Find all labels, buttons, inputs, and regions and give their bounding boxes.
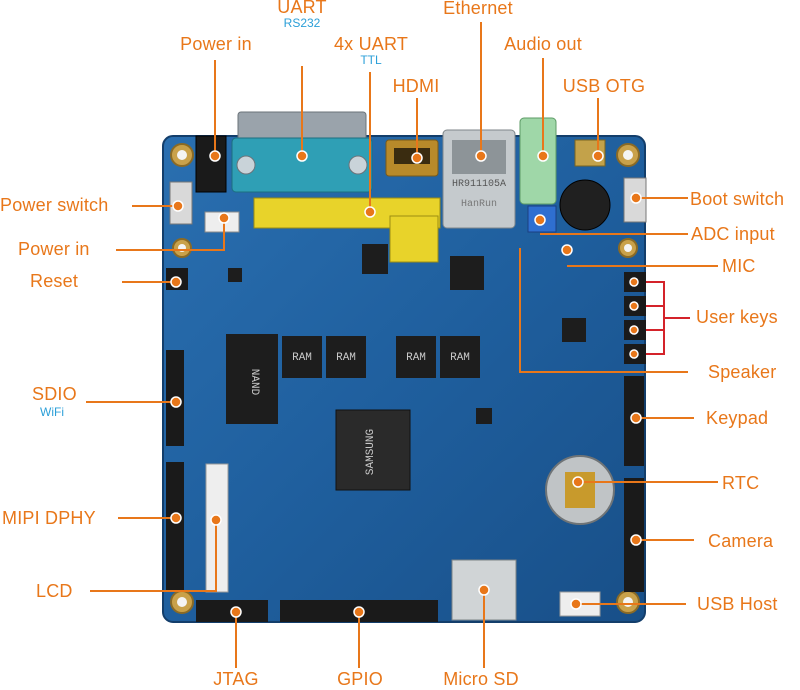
ethernet-label: Ethernet [443,0,513,18]
rtc-label: RTC [722,473,760,493]
gpio-label: GPIO [337,669,383,689]
soc-chip [335,409,411,491]
jtag-label: JTAG [213,669,259,689]
usb-otg-label: USB OTG [562,76,646,96]
soc-label: SAMSUNG [365,429,377,475]
hdmi-label: HDMI [392,76,440,96]
eth-brand-label: HanRun [461,199,497,210]
ram-label: RAM [292,352,312,364]
camera-label: Camera [708,531,774,551]
power-in-left-label: Power in [18,239,90,259]
uart4x-label: 4x UART [333,34,409,54]
sdio-sub-label: WiFi [40,405,64,419]
eth-module-label: HR911105A [452,179,506,190]
mipi-dphy-label: MIPI DPHY [2,508,96,528]
adc-input-label: ADC input [691,224,775,244]
power-jack [195,135,227,193]
micro-sd-label: Micro SD [443,669,519,689]
ram-label: RAM [450,352,470,364]
ram-chips: RAM RAM RAM RAM [282,336,480,378]
sdio-label: SDIO [32,384,77,404]
audio-jack [519,117,557,205]
mipi-header [166,462,184,590]
user-keys-label: User keys [696,307,778,327]
mic-label: MIC [722,256,756,276]
audio-out-label: Audio out [504,34,582,54]
boot-switch-label: Boot switch [690,189,785,209]
lcd-label: LCD [36,581,73,601]
speaker-label: Speaker [708,362,777,382]
buzzer [559,179,611,231]
uart-label: UART [277,0,327,17]
power-switch-label: Power switch [0,195,109,215]
mounting-holes [170,143,640,614]
uart4x-sub-label: TTL [360,53,382,67]
nand-label: NAND [248,369,260,396]
reset-label: Reset [30,271,79,291]
leader-lines [86,22,718,668]
nand-chip [226,334,278,424]
keypad-label: Keypad [706,408,769,428]
usb-host-label: USB Host [697,594,778,614]
ram-label: RAM [406,352,426,364]
ethernet-port: HR911105A HanRun [442,129,516,229]
marker-dots [170,150,642,618]
power-in-top-label: Power in [180,34,252,54]
user-keys-bracket [646,281,690,355]
ram-label: RAM [336,352,356,364]
uart-sub-label: RS232 [283,16,321,30]
misc-ics [228,244,586,424]
